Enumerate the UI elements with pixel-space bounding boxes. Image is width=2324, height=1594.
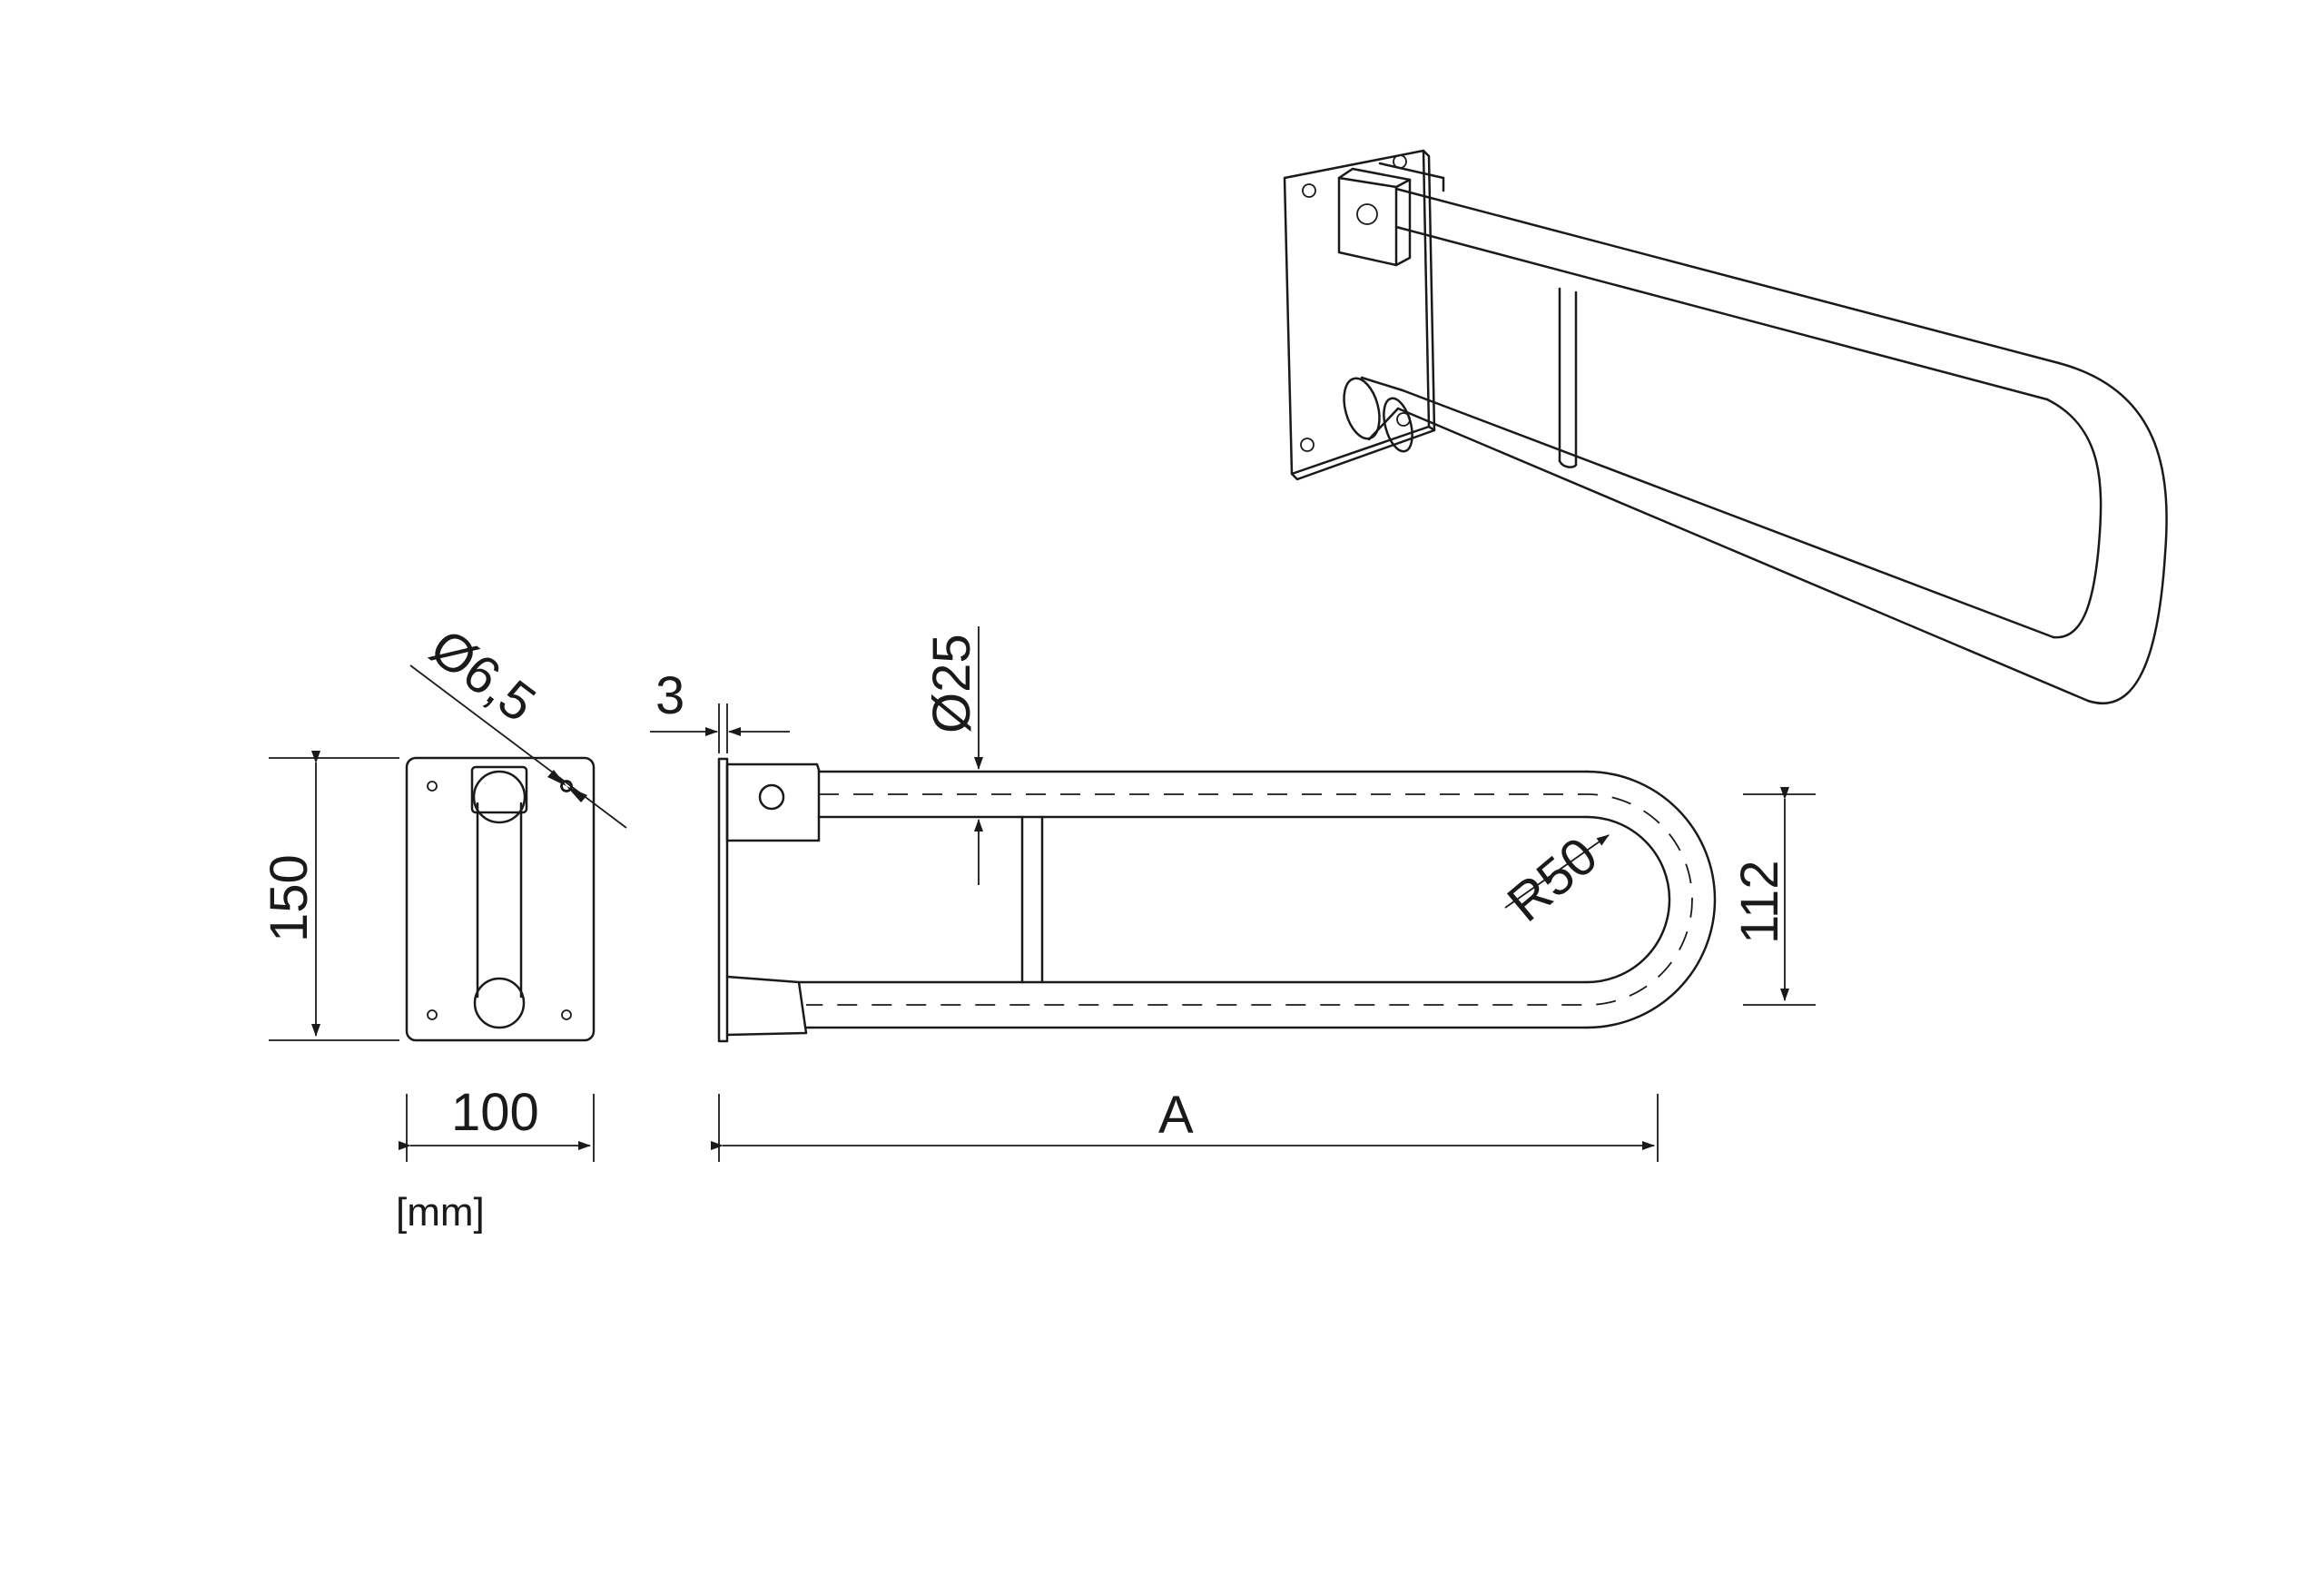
side-view (717, 757, 1717, 1043)
label-plate-width: 100 (451, 1083, 539, 1142)
label-hole-diameter: Ø6,5 (419, 617, 547, 733)
dim-plate-thickness (650, 704, 790, 753)
label-tube-diameter: Ø25 (922, 634, 981, 733)
label-length: A (1158, 1086, 1194, 1145)
dim-plate-height (269, 751, 399, 1041)
dim-plate-width (399, 1094, 595, 1162)
label-plate-thickness: 3 (655, 666, 684, 725)
units-label: [mm] (396, 1190, 485, 1235)
label-bend-radius: R50 (1497, 826, 1609, 933)
label-plate-height: 150 (260, 854, 319, 942)
isometric-view (1283, 149, 2168, 704)
plate-front-view (405, 664, 627, 1042)
dim-length (711, 1094, 1659, 1162)
dim-bar-height (1743, 787, 1816, 1006)
dim-bend-radius (1504, 834, 1610, 909)
label-bar-height: 112 (1730, 861, 1789, 944)
